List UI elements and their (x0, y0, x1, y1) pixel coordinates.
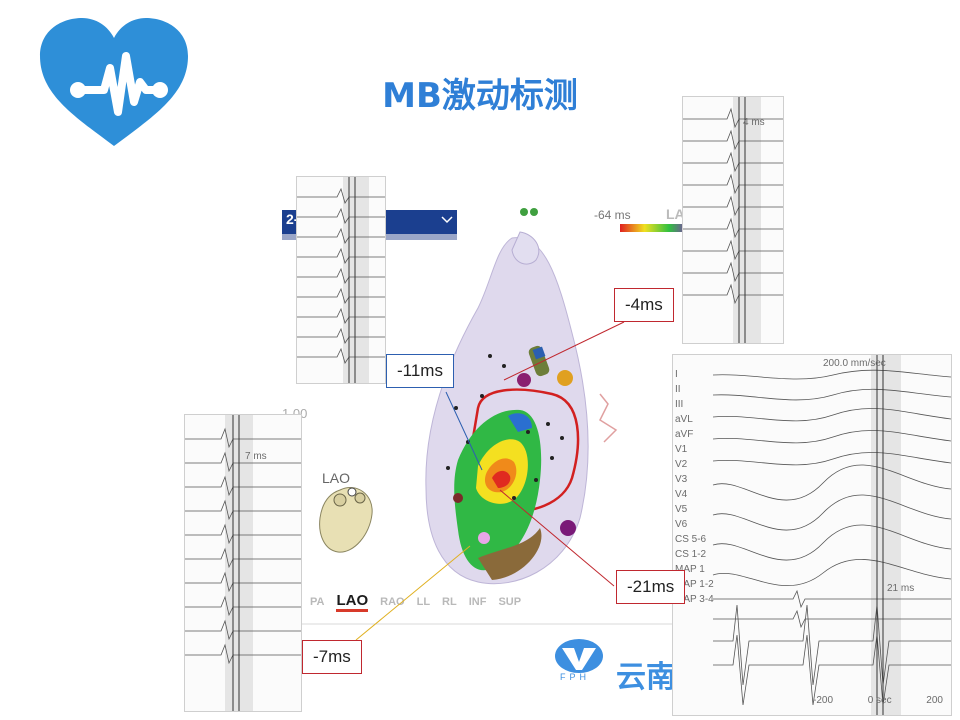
large-axis: -200 0 sec 200 (813, 695, 943, 706)
top-right-measure: 4 ms (743, 117, 765, 128)
heart-pulse-icon (40, 18, 188, 146)
tab-sup[interactable]: SUP (498, 596, 522, 608)
axis-label: 0 sec (867, 695, 892, 706)
lead-label: MAP 3-4 (675, 594, 714, 605)
lead-label: V2 (675, 459, 688, 470)
ecg-panel-large: 200.0 mm/sec 21 ms I II III aVL aVF V1 V… (672, 354, 952, 716)
lead-label: aVL (675, 414, 693, 425)
ecg-panel-top-right: 4 ms (682, 96, 784, 344)
callout-bottom-right: -21ms (616, 570, 686, 604)
lead-label: aVF (675, 429, 694, 440)
tab-pa[interactable]: PA (310, 596, 325, 608)
lead-label: III (675, 399, 684, 410)
slide-title: MB激动标测 (382, 76, 578, 116)
large-panel-measure: 21 ms (887, 583, 915, 594)
axis-label: -200 (813, 695, 834, 706)
brand-text: 云南 (616, 660, 676, 695)
large-panel-header: 200.0 mm/sec (823, 358, 886, 369)
tab-rl[interactable]: RL (442, 596, 457, 608)
callout-bottom-left: -7ms (302, 640, 362, 674)
tab-ll[interactable]: LL (416, 596, 431, 608)
fph-logo: FPH (552, 636, 606, 684)
tab-inf[interactable]: INF (468, 596, 487, 608)
lead-label: V5 (675, 504, 688, 515)
fph-badge-icon (555, 639, 603, 673)
lead-label: V6 (675, 519, 688, 530)
lead-label: V1 (675, 444, 688, 455)
mid-left-measure: 7 ms (245, 451, 267, 462)
view-tabs: PA LAO RAO LL RL INF SUP (310, 592, 521, 612)
lead-label: I (675, 369, 678, 380)
tab-lao[interactable]: LAO (336, 592, 369, 612)
map-top-value: -64 ms (594, 208, 631, 222)
lead-label: II (675, 384, 681, 395)
lead-label: CS 1-2 (675, 549, 707, 560)
lead-label: MAP 1-2 (675, 579, 714, 590)
fph-badge-text: FPH (560, 672, 590, 682)
callout-top-right: -4ms (614, 288, 674, 322)
ecg-panel-mid-left: 7 ms (184, 414, 302, 712)
logo (34, 16, 194, 150)
lead-label: MAP 1 (675, 564, 705, 575)
lead-label: V3 (675, 474, 688, 485)
axis-label: 200 (926, 695, 943, 706)
small-heart-label: LAO (322, 470, 351, 486)
callout-left: -11ms (386, 354, 454, 388)
ecg-panel-top-left (296, 176, 386, 384)
lead-label: V4 (675, 489, 688, 500)
top-left-label: 2- (286, 211, 299, 227)
large-panel-leads: I II III aVL aVF V1 V2 V3 V4 V5 V6 CS 5-… (675, 369, 714, 605)
lead-label: CS 5-6 (675, 534, 707, 545)
